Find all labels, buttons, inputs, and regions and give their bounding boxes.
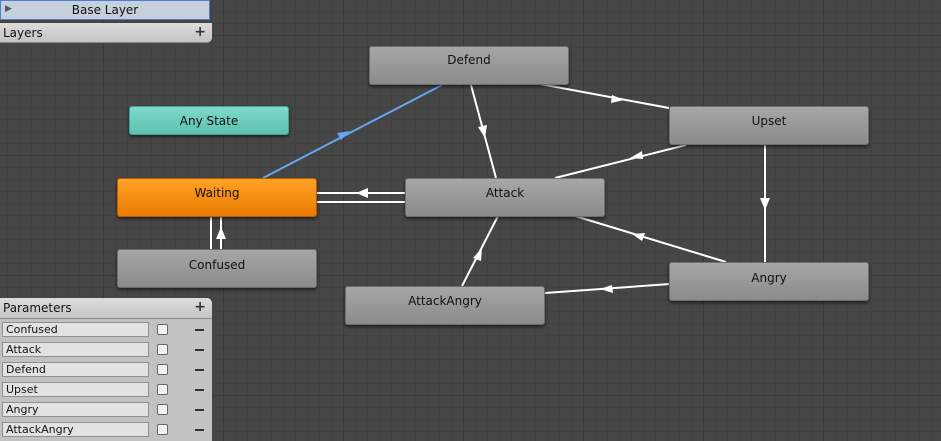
arrowhead [632,233,645,241]
parameter-row: Defend [0,359,212,379]
layers-panel: ▶ Base Layer Layers + [0,0,212,45]
remove-parameter-icon[interactable] [195,429,204,431]
base-layer-item[interactable]: ▶ Base Layer [0,0,210,20]
arrowhead [356,188,368,198]
state-label: Angry [751,270,787,285]
arrowhead [478,125,487,138]
state-defend[interactable]: Defend [369,46,569,85]
parameter-row: Angry [0,399,212,419]
arrowhead [630,151,643,159]
parameter-name-field[interactable]: Attack [2,342,149,357]
state-label: Upset [751,114,787,128]
remove-parameter-icon[interactable] [195,349,204,351]
state-upset[interactable]: Upset [669,106,869,145]
parameters-title: Parameters [3,301,72,315]
base-layer-label: Base Layer [71,3,139,17]
arrowhead [473,248,482,261]
parameter-bool-checkbox[interactable] [157,324,168,335]
arrowhead [760,198,770,210]
remove-parameter-icon[interactable] [195,369,204,371]
remove-parameter-icon[interactable] [195,329,204,331]
state-label: Confused [188,257,246,272]
arrowhead [337,131,350,140]
state-any-state[interactable]: Any State [129,106,289,135]
state-label: Any State [179,113,239,128]
parameter-bool-checkbox[interactable] [157,364,168,375]
state-waiting[interactable]: Waiting [117,178,317,217]
arrowhead [600,285,613,293]
arrowhead [611,95,624,103]
state-attackangry[interactable]: AttackAngry [345,286,545,325]
parameter-row: Attack [0,339,212,359]
parameter-name-field[interactable]: Angry [2,402,149,417]
parameter-bool-checkbox[interactable] [157,384,168,395]
state-angry[interactable]: Angry [669,262,869,301]
parameter-bool-checkbox[interactable] [157,404,168,415]
parameter-row: AttackAngry [0,419,212,439]
transition-upset-attack[interactable] [554,144,687,179]
parameter-bool-checkbox[interactable] [157,424,168,435]
parameters-header: Parameters + [0,298,212,319]
parameter-name-field[interactable]: AttackAngry [2,422,149,437]
state-confused[interactable]: Confused [117,249,317,288]
state-label: AttackAngry [408,293,482,308]
add-parameter-icon[interactable]: + [194,299,206,315]
parameter-row: Upset [0,379,212,399]
arrowhead [216,227,226,239]
state-attack[interactable]: Attack [405,178,605,217]
add-layer-icon[interactable]: + [194,24,206,40]
remove-parameter-icon[interactable] [195,409,204,411]
layers-title: Layers [3,25,43,40]
state-label: Defend [447,53,491,67]
state-label: Attack [485,185,525,200]
state-label: Waiting [194,185,240,200]
remove-parameter-icon[interactable] [195,389,204,391]
transition-defend-upset[interactable] [539,83,670,109]
layers-header: Layers + [0,23,212,43]
transition-angry-attack[interactable] [574,215,727,263]
parameter-row: Confused [0,319,212,339]
parameter-name-field[interactable]: Defend [2,362,149,377]
expand-triangle-icon[interactable]: ▶ [5,4,12,14]
transition-waiting-defend[interactable] [262,84,443,179]
parameter-bool-checkbox[interactable] [157,344,168,355]
parameter-name-field[interactable]: Upset [2,382,149,397]
parameter-name-field[interactable]: Confused [2,322,149,337]
